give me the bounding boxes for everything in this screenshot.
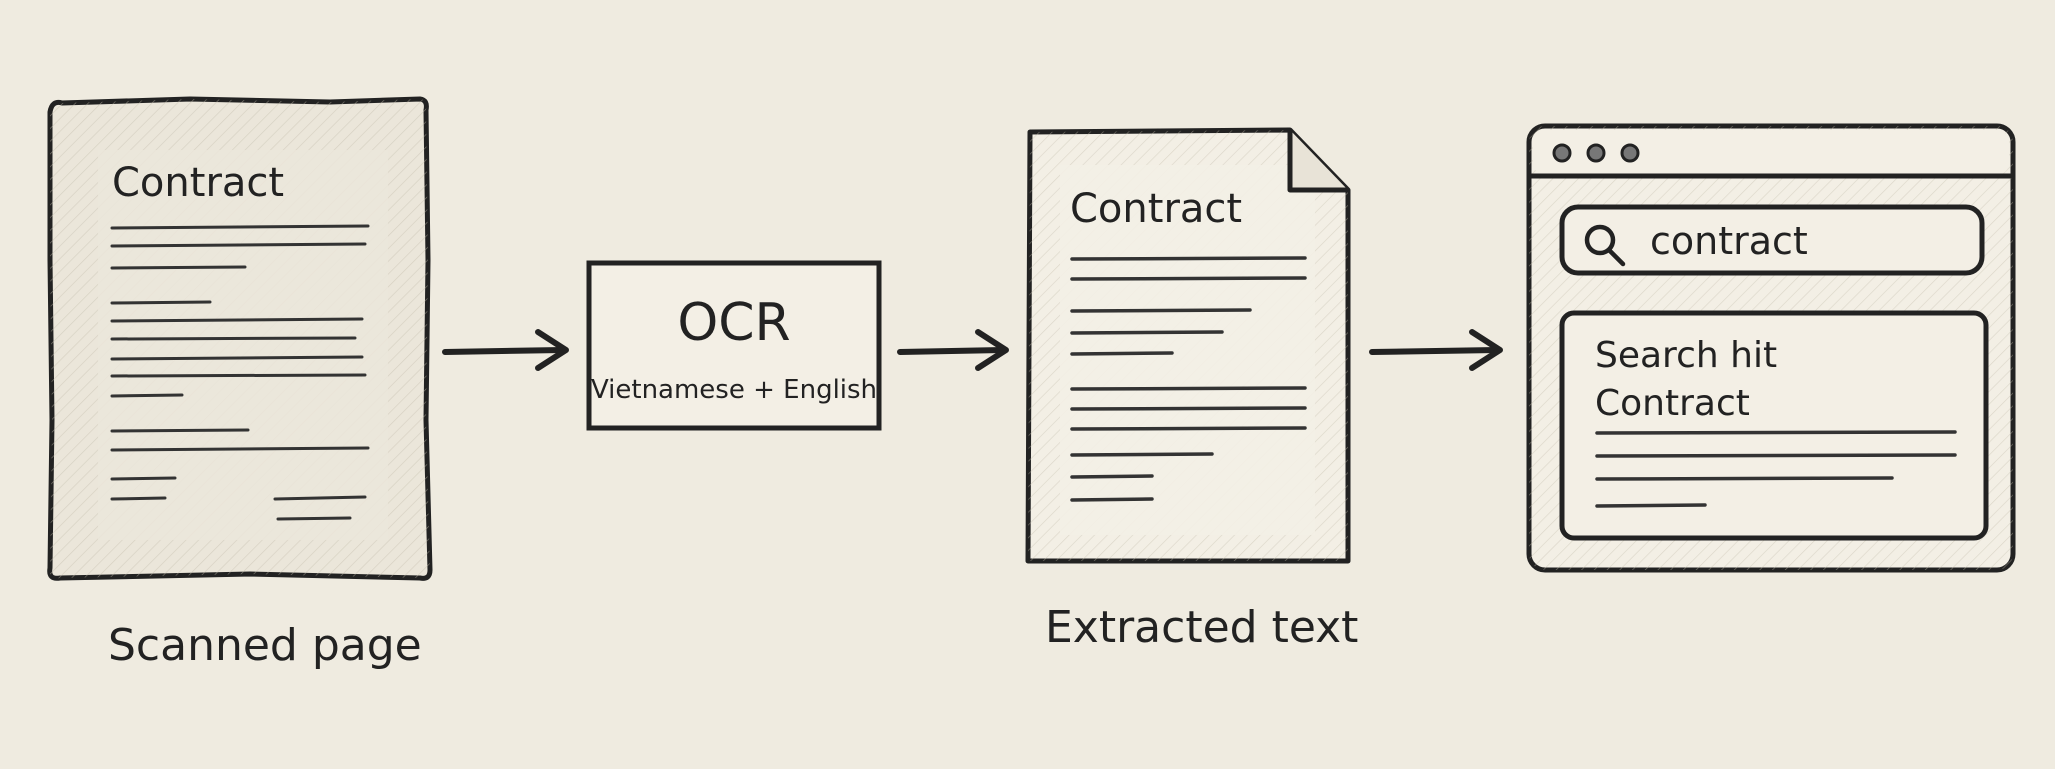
scanned-text-lines [110,224,370,521]
search-app-window: contract Search hit Contract [1526,123,2016,573]
result-text-lines [1595,430,1957,508]
scanned-doc-title: Contract [112,160,284,206]
search-bar[interactable]: contract [1559,204,1985,276]
extracted-text-caption: Extracted text [1045,602,1359,653]
search-icon [1584,224,1626,267]
window-control-dots [1552,143,1640,163]
arrow-right-icon [442,329,569,371]
extracted-doc-title: Contract [1070,186,1242,232]
arrow-right-icon [1369,329,1503,371]
search-query: contract [1650,219,1808,263]
ocr-languages: Vietnamese + English [591,375,877,405]
ocr-step-box: OCR Vietnamese + English [586,260,882,431]
ocr-title: OCR [677,293,790,353]
search-hit-label: Search hit [1595,335,1777,376]
extracted-text-lines [1070,256,1307,502]
search-result-card[interactable]: Search hit Contract [1559,310,1989,541]
scanned-page-caption: Scanned page [108,620,422,671]
arrow-right-icon [897,329,1009,371]
search-hit-doc: Contract [1595,383,1750,424]
scanned-page-document: Contract [47,96,433,581]
extracted-text-document: Contract [1025,127,1351,564]
